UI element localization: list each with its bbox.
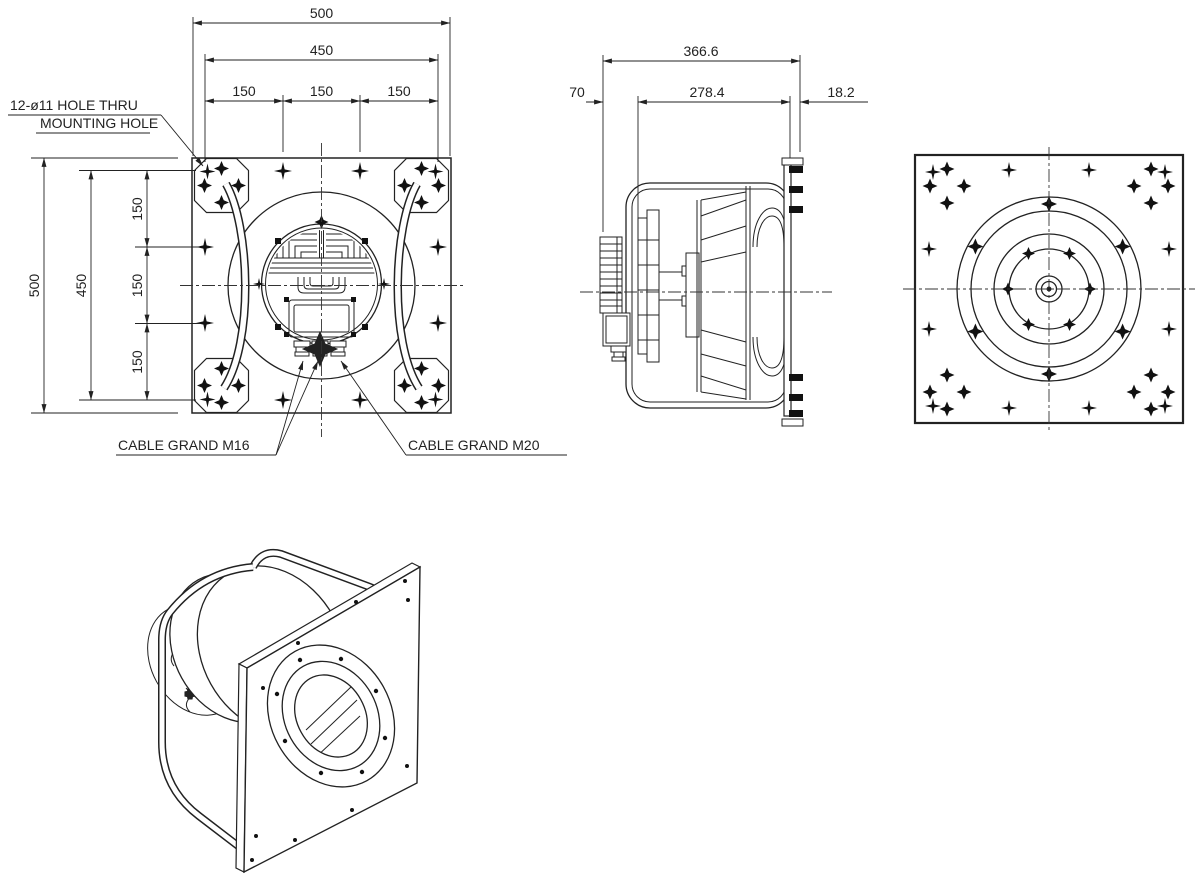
dim-height-inner: 450 bbox=[73, 274, 89, 298]
mounting-hole-note-line1: 12-ø11 HOLE THRU bbox=[10, 97, 138, 113]
dim-housing-depth: 278.4 bbox=[689, 84, 724, 100]
dim-total-depth: 366.6 bbox=[683, 43, 718, 59]
dim-width-inner: 450 bbox=[310, 42, 334, 58]
cable-glands bbox=[293, 341, 347, 357]
iso-plate-holes bbox=[250, 579, 410, 862]
iso-inlet-ring bbox=[266, 644, 396, 788]
dim-height-seg-2: 150 bbox=[129, 274, 145, 298]
dim-height-seg-1: 150 bbox=[129, 197, 145, 221]
dim-motor-depth: 70 bbox=[569, 84, 585, 100]
mounting-hole-note-line2: MOUNTING HOLE bbox=[40, 115, 158, 131]
corner-pad-top-right bbox=[395, 159, 449, 213]
side-dims: 366.6 70 278.4 18.2 bbox=[569, 43, 868, 278]
side-motor-fins bbox=[599, 236, 623, 314]
front-dims-horizontal: 500 450 150 150 150 bbox=[192, 5, 451, 162]
dim-width-total: 500 bbox=[310, 5, 334, 21]
corner-pad-top-left bbox=[195, 159, 249, 213]
iso-ring-bolt-holes bbox=[274, 656, 388, 776]
support-bar-right bbox=[393, 181, 423, 391]
mounting-hole-leader bbox=[160, 114, 204, 167]
back-view bbox=[903, 147, 1195, 431]
cable-gland-notes: CABLE GRAND M16 CABLE GRAND M20 bbox=[116, 360, 567, 456]
dim-flange-offset: 18.2 bbox=[827, 84, 854, 100]
dim-height-total: 500 bbox=[26, 274, 42, 298]
cable-gland-m20-label: CABLE GRAND M20 bbox=[408, 437, 540, 453]
front-view: 500 450 150 150 150 500 450 150 150 150 … bbox=[8, 5, 567, 456]
side-motor-flange-stack bbox=[637, 209, 686, 363]
cable-gland-m16-label: CABLE GRAND M16 bbox=[118, 437, 250, 453]
side-impeller bbox=[696, 186, 751, 400]
side-terminal-box bbox=[602, 312, 631, 362]
mounting-hole-note: 12-ø11 HOLE THRU MOUNTING HOLE bbox=[8, 97, 204, 167]
dim-width-seg-3: 150 bbox=[387, 83, 411, 99]
iso-impeller-blades bbox=[305, 685, 361, 759]
support-bar-left bbox=[220, 181, 250, 391]
front-dims-vertical: 500 450 150 150 150 bbox=[26, 157, 200, 414]
side-view: 366.6 70 278.4 18.2 bbox=[569, 43, 868, 427]
isometric-view bbox=[147, 548, 422, 874]
dim-height-seg-3: 150 bbox=[129, 350, 145, 374]
side-hub bbox=[681, 252, 700, 338]
dim-width-seg-1: 150 bbox=[232, 83, 256, 99]
dim-width-seg-2: 150 bbox=[310, 83, 334, 99]
side-flange-plate bbox=[781, 157, 804, 427]
motor-ring-fasteners bbox=[253, 215, 390, 330]
